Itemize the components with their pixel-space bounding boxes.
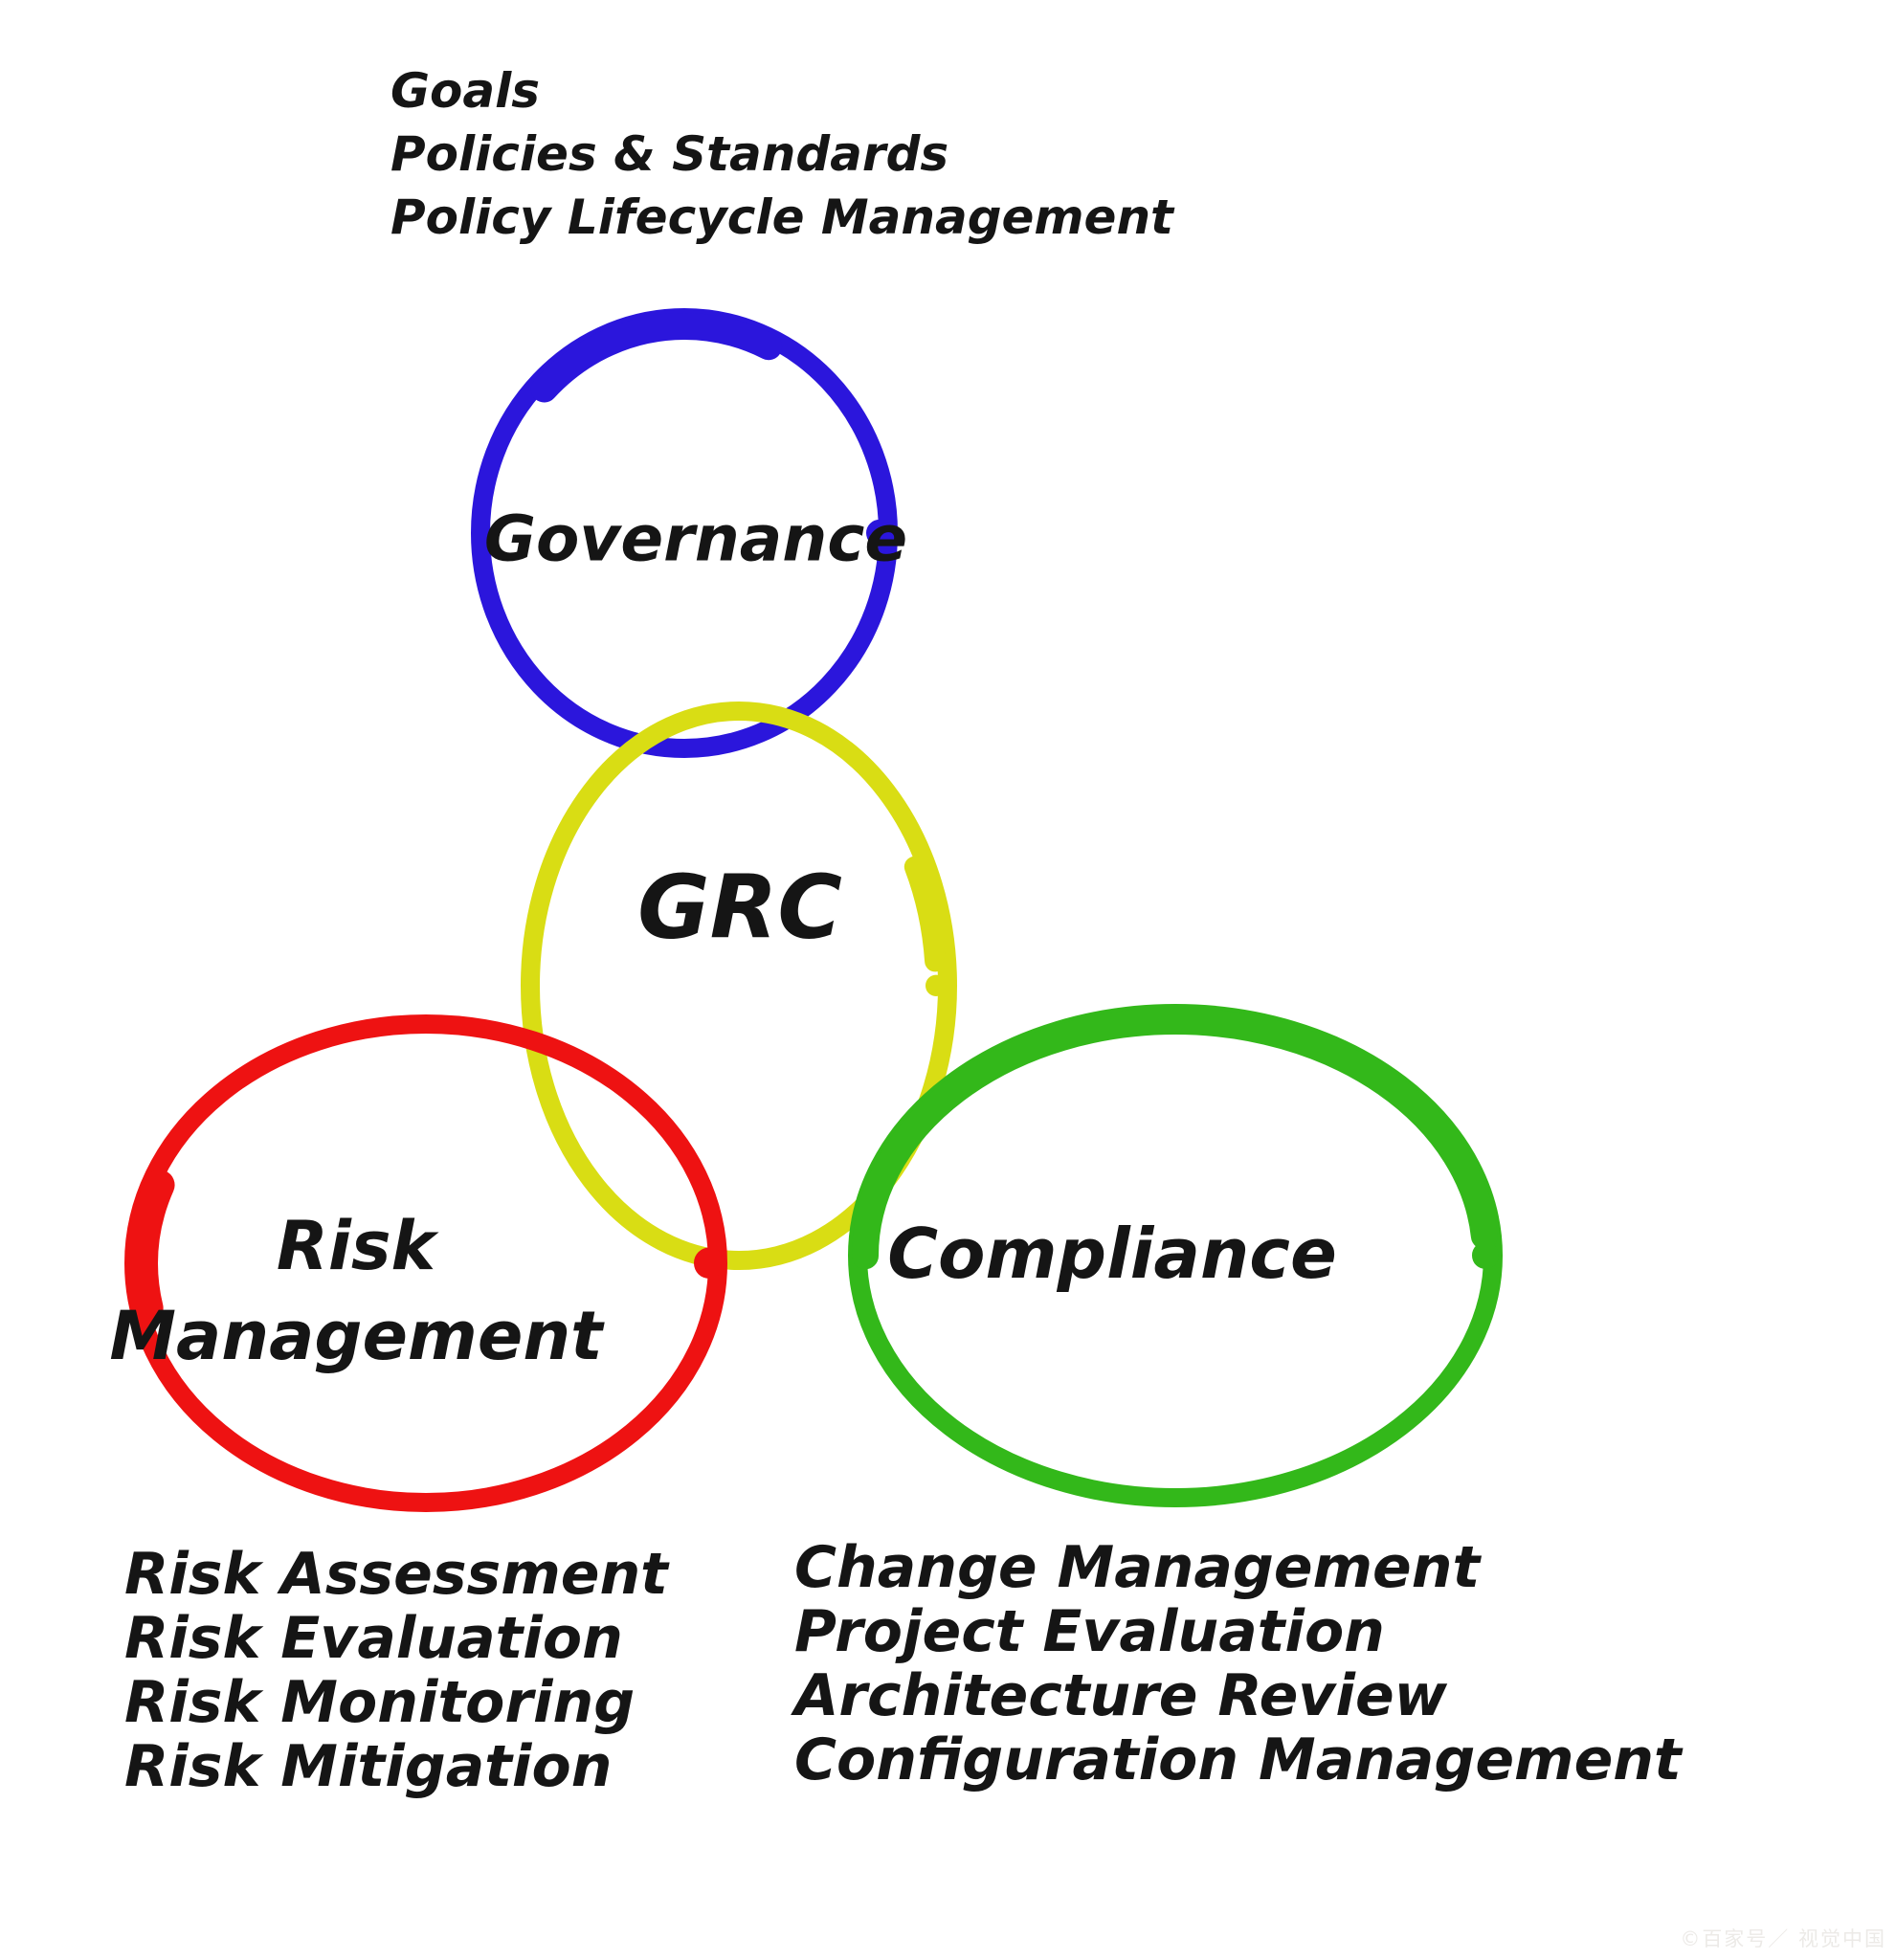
compliance-circle <box>848 1004 1503 1507</box>
risk-items-list: Risk Assessment Risk Evaluation Risk Mon… <box>124 1543 668 1799</box>
list-item: Policy Lifecycle Management <box>390 189 1173 245</box>
list-item: Goals <box>390 63 541 119</box>
list-item: Risk Assessment <box>124 1541 668 1608</box>
risk-label-line1: Risk <box>276 1207 436 1285</box>
list-item: Project Evaluation <box>794 1598 1385 1665</box>
list-item: Policies & Standards <box>390 126 949 182</box>
list-item: Risk Monitoring <box>124 1669 636 1736</box>
compliance-label: Compliance <box>887 1214 1337 1294</box>
compliance-items-list: Change Management Project Evaluation Arc… <box>794 1536 1682 1793</box>
list-item: Risk Evaluation <box>124 1605 623 1672</box>
list-item: Architecture Review <box>794 1662 1448 1729</box>
list-item: Configuration Management <box>794 1726 1682 1793</box>
risk-circle <box>124 1014 727 1512</box>
risk-label-line2: Management <box>109 1297 603 1375</box>
governance-label: Governance <box>483 501 908 576</box>
list-item: Risk Mitigation <box>124 1733 613 1800</box>
risk-management-label: Risk Management <box>109 1201 602 1381</box>
watermark: ©百家号／ 视觉中国 <box>1680 1927 1886 1950</box>
governance-items-list: Goals Policies & Standards Policy Lifecy… <box>390 59 1173 249</box>
governance-circle <box>471 308 898 758</box>
list-item: Change Management <box>794 1534 1481 1601</box>
grc-circle <box>521 702 957 1270</box>
grc-label: GRC <box>637 856 842 959</box>
